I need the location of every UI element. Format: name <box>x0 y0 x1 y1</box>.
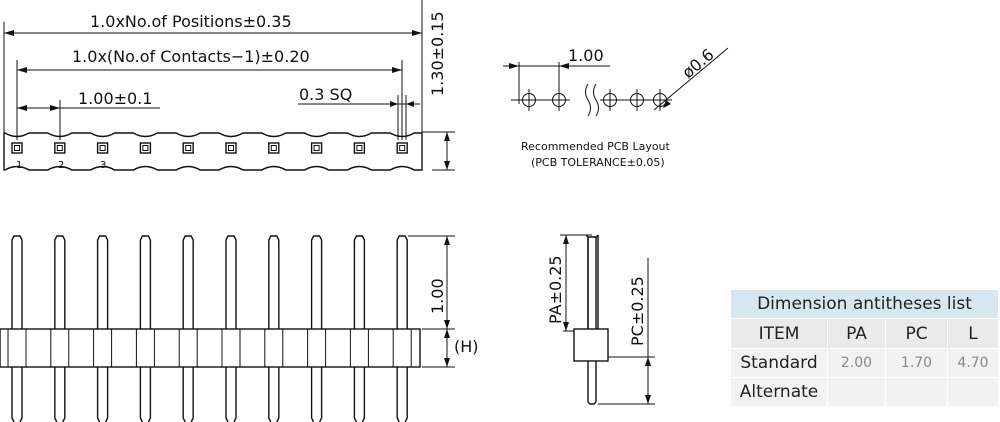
front-pin-upper <box>54 235 66 329</box>
pcb-leader-line <box>653 47 729 111</box>
top-view-contacts <box>11 142 408 154</box>
table-cell-pa: 2.00 <box>827 348 886 378</box>
dim-arrows-pitch <box>17 105 60 111</box>
front-view-pins <box>11 235 408 422</box>
dim-arrows-sq <box>390 101 414 107</box>
contact-square <box>139 142 152 154</box>
top-view-housing <box>3 132 423 171</box>
dim-positions-label: 1.0xNo.of Positions±0.35 <box>90 12 292 31</box>
dim-pitch-label: 1.00±0.1 <box>78 89 152 108</box>
front-view-housing <box>0 328 421 368</box>
dimension-table: Dimension antitheses list ITEM PA PC L S… <box>730 289 999 407</box>
front-view-dividers <box>7 329 412 367</box>
front-dim-arrows-h <box>444 329 450 367</box>
front-pin-lower <box>268 367 280 422</box>
table-row-label: Standard <box>730 348 828 378</box>
side-pin-tip <box>587 401 597 405</box>
table-cell-pc <box>885 377 948 407</box>
contact-square <box>11 142 23 154</box>
side-view: PA±0.25 PC±0.25 <box>546 234 655 405</box>
front-pin-lower <box>11 367 23 422</box>
pcb-layout: 1.00 ø0.6 Recommended PCB Layout (PCB TO… <box>503 45 729 169</box>
contact-square-inner <box>56 145 63 151</box>
side-housing <box>573 328 609 362</box>
contact-square <box>353 142 366 154</box>
pcb-tolerance: (PCB TOLERANCE±0.05) <box>531 156 665 169</box>
contact-square-inner <box>313 145 320 151</box>
front-view: 1.00 (H) <box>0 235 479 422</box>
side-dim-pa-label: PA±0.25 <box>546 255 565 324</box>
pcb-pitch-label: 1.00 <box>568 46 604 65</box>
pcb-hole-label: ø0.6 <box>678 45 717 82</box>
table-cell-pc: 1.70 <box>885 348 948 378</box>
contact-square-inner <box>99 145 106 151</box>
pin-label-3: 3 <box>100 160 106 171</box>
table-row: Standard 2.00 1.70 4.70 <box>730 348 999 378</box>
contact-square-inner <box>185 145 192 151</box>
dim-sq-label: 0.3 SQ <box>299 85 352 104</box>
front-dim-upper-label: 1.00 <box>428 278 447 314</box>
table-row-label: Alternate <box>730 377 828 407</box>
pcb-caption: Recommended PCB Layout <box>521 140 671 153</box>
top-view: 1 2 3 1.0xNo.of Positions±0.35 1.0x(No.o… <box>3 0 455 171</box>
front-pin-lower <box>310 367 323 422</box>
contact-square <box>54 142 66 154</box>
pcb-break-mark-2 <box>593 83 599 117</box>
contact-square-inner <box>270 145 277 151</box>
table-cell-l: 4.70 <box>947 348 999 378</box>
front-pin-upper <box>139 235 152 329</box>
contact-square <box>268 142 280 154</box>
front-pin-upper <box>11 235 23 329</box>
pin-label-2: 2 <box>58 160 64 171</box>
table-row: Alternate <box>730 377 999 407</box>
front-pin-lower <box>182 367 194 422</box>
table-header-pc: PC <box>885 318 948 349</box>
contact-square <box>96 142 109 154</box>
contact-square-inner <box>228 145 234 151</box>
table-header-item: ITEM <box>730 318 828 349</box>
contact-square <box>310 142 323 154</box>
dim-arrows-height <box>444 132 450 170</box>
front-dim-h-label: (H) <box>454 337 479 356</box>
contact-square-inner <box>356 145 363 151</box>
table-cell-pa <box>827 377 886 407</box>
pcb-leader-arrow <box>663 100 671 108</box>
front-pin-lower <box>54 367 66 422</box>
table-cell-l <box>947 377 999 407</box>
front-pin-upper <box>396 235 408 329</box>
front-pin-upper <box>310 235 323 329</box>
pin-label-1: 1 <box>16 160 22 171</box>
pcb-break-mark-1 <box>585 83 591 117</box>
front-pin-lower <box>96 367 109 422</box>
front-pin-lower <box>139 367 152 422</box>
front-pin-upper <box>96 235 109 329</box>
contact-square-inner <box>14 145 20 151</box>
side-dim-pc-label: PC±0.25 <box>628 276 647 346</box>
front-pin-lower <box>353 367 366 422</box>
front-pin-upper <box>353 235 366 329</box>
table-header-l: L <box>947 318 999 349</box>
front-pin-lower <box>396 367 408 422</box>
contact-square <box>396 142 408 154</box>
front-pin-lower <box>225 367 237 422</box>
contact-square <box>225 142 237 154</box>
dim-height-label: 1.30±0.15 <box>428 11 447 96</box>
front-pin-upper <box>268 235 280 329</box>
contact-square-inner <box>399 145 406 151</box>
contact-square <box>182 142 194 154</box>
table-title: Dimension antitheses list <box>730 289 999 319</box>
front-pin-upper <box>225 235 237 329</box>
dim-contacts-label: 1.0x(No.of Contacts−1)±0.20 <box>72 47 310 66</box>
front-pin-upper <box>182 235 194 329</box>
contact-square-inner <box>142 145 149 151</box>
table-header-pa: PA <box>827 318 886 349</box>
